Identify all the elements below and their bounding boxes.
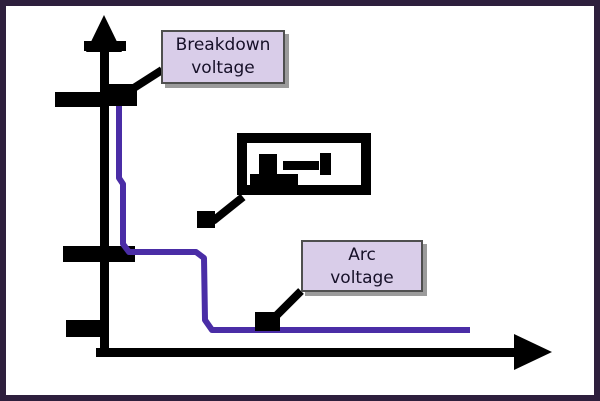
tick-mark-glow-level <box>63 246 135 262</box>
arc-pointer <box>255 288 304 331</box>
arc-voltage-label: Arc voltage <box>301 240 423 292</box>
glyph-block-2 <box>283 161 319 170</box>
breakdown-pointer <box>107 66 165 106</box>
illegible-glyph-blocks <box>197 133 371 228</box>
glyph-block-4 <box>250 174 298 186</box>
glyph-pointer-line <box>210 193 246 225</box>
vertical-axis <box>100 40 109 357</box>
breakdown-voltage-label-line1: Breakdown <box>175 35 271 55</box>
axes <box>84 15 552 370</box>
discharge-voltage-curve <box>116 86 470 333</box>
glyph-frame <box>237 133 371 195</box>
tick-marks <box>55 92 135 337</box>
arc-pointer-blob <box>255 312 280 331</box>
glyph-pointer-blob <box>197 211 215 228</box>
tick-mark-breakdown-level <box>55 92 102 107</box>
breakdown-voltage-label: Breakdown voltage <box>161 30 285 84</box>
breakdown-voltage-label-line2: voltage <box>191 57 255 78</box>
tick-mark-arc-level <box>66 320 104 337</box>
breakdown-pointer-blob <box>107 84 137 106</box>
glyph-block-3 <box>320 153 331 175</box>
vertical-axis-arrow-bar <box>84 41 126 51</box>
glyph-block-1 <box>259 154 277 174</box>
horizontal-axis-arrowhead-icon <box>514 334 552 370</box>
horizontal-axis <box>96 348 516 357</box>
arc-voltage-label-line1: Arc <box>348 245 376 265</box>
arc-voltage-label-line2: voltage <box>330 267 394 288</box>
